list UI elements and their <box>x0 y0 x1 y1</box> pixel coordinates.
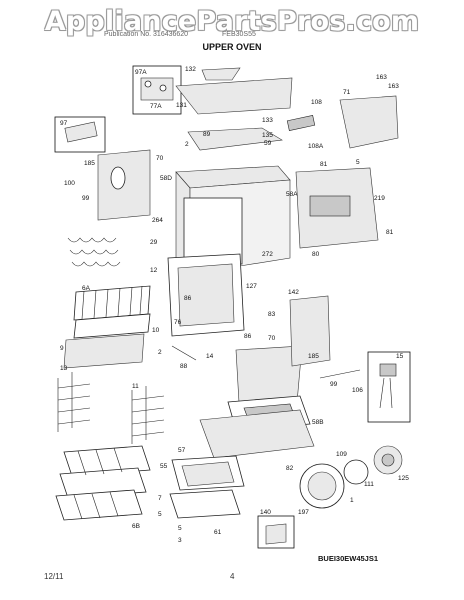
callout: 76 <box>174 319 182 326</box>
convection-fan <box>299 445 403 509</box>
callout: 97 <box>60 120 68 127</box>
callout: 127 <box>246 283 257 290</box>
callout: 5 <box>356 159 360 166</box>
callout: 108 <box>311 99 322 106</box>
back-panel-71 <box>339 95 399 149</box>
callout: 29 <box>150 239 158 246</box>
callout: 6A <box>82 285 91 292</box>
callout: 59 <box>264 140 272 147</box>
callout: 58D <box>160 175 172 182</box>
callout: 131 <box>176 102 187 109</box>
callout: 86 <box>244 333 252 340</box>
callout: 61 <box>214 529 222 536</box>
watermark-logo: AppliancePartsPros.com <box>44 6 420 37</box>
callout: 10 <box>152 327 160 334</box>
diagram-code: BUEI30EW45JS1 <box>318 554 379 563</box>
vent-108 <box>286 115 316 131</box>
callout: 185 <box>308 353 319 360</box>
callout: 81 <box>386 229 394 236</box>
callout: 5 <box>158 511 162 518</box>
callout: 2 <box>158 349 162 356</box>
callout: 133 <box>262 117 273 124</box>
side-rail-13 <box>57 372 91 432</box>
callout: 80 <box>312 251 320 258</box>
bottom-panel-58b <box>199 345 315 459</box>
side-panel-70-left <box>97 149 151 221</box>
publication-number: Publication No. 316436620 <box>104 31 189 38</box>
callout: 185 <box>84 160 95 167</box>
callout: 81 <box>320 161 328 168</box>
callout: 197 <box>298 509 309 516</box>
callout: 108A <box>308 143 324 150</box>
callout: 99 <box>82 195 90 202</box>
callout: 140 <box>260 509 271 516</box>
callout: 9 <box>60 345 64 352</box>
callout: 77A <box>150 103 162 110</box>
side-panel-70-right <box>289 295 331 367</box>
callout: 2 <box>185 141 189 148</box>
callout: 70 <box>156 155 164 162</box>
callout: 5 <box>178 525 182 532</box>
callout: 83 <box>268 311 276 318</box>
callout: 272 <box>262 251 273 258</box>
callout: 99 <box>330 381 338 388</box>
callout: 142 <box>288 289 299 296</box>
broil-pan <box>63 333 145 369</box>
section-title: UPPER OVEN <box>202 42 262 52</box>
callout: 89 <box>203 131 211 138</box>
callout: 100 <box>64 180 75 187</box>
element-57 <box>169 455 245 519</box>
part-15-inset <box>367 351 411 423</box>
side-rail-11 <box>131 386 165 444</box>
top-panel-132 <box>201 67 241 81</box>
model-number: FEB30S55 <box>222 31 256 38</box>
callout: 13 <box>60 365 68 372</box>
part-97-inset <box>54 116 106 153</box>
callout: 106 <box>352 387 363 394</box>
bake-element <box>67 237 121 267</box>
footer-date: 12/11 <box>44 572 64 581</box>
callout: 132 <box>185 66 196 73</box>
callout: 55 <box>160 463 168 470</box>
callout: 97A <box>135 69 147 76</box>
callout: 109 <box>336 451 347 458</box>
callout: 6B <box>132 523 140 530</box>
callout: 111 <box>364 481 374 488</box>
callout: 219 <box>374 195 385 202</box>
callout: 1 <box>350 497 354 504</box>
callout: 58A <box>286 191 298 198</box>
bracket-89 <box>187 127 283 151</box>
callout: 135 <box>262 132 273 139</box>
callout: 57 <box>178 447 186 454</box>
callout: 58B <box>312 419 324 426</box>
callout: 82 <box>286 465 294 472</box>
callout: 12 <box>150 267 158 274</box>
callout: 15 <box>396 353 404 360</box>
callout: 3 <box>178 537 182 544</box>
callout: 264 <box>152 217 163 224</box>
top-cover <box>175 77 293 115</box>
callout: 163 <box>376 74 387 81</box>
callout: 86 <box>184 295 192 302</box>
callout: 125 <box>398 475 409 482</box>
bracket-106 <box>319 369 361 379</box>
callout: 11 <box>132 383 139 390</box>
callout: 71 <box>343 89 351 96</box>
hinge-88 <box>171 345 197 361</box>
callout: 14 <box>206 353 214 360</box>
callout: 88 <box>180 363 188 370</box>
callout: 7 <box>158 495 162 502</box>
callout: 163 <box>388 83 399 90</box>
callout: 70 <box>268 335 276 342</box>
part-140-inset <box>257 515 295 549</box>
part-97a-inset <box>132 65 182 115</box>
racks-6b <box>55 445 151 521</box>
page-number: 4 <box>230 572 235 581</box>
